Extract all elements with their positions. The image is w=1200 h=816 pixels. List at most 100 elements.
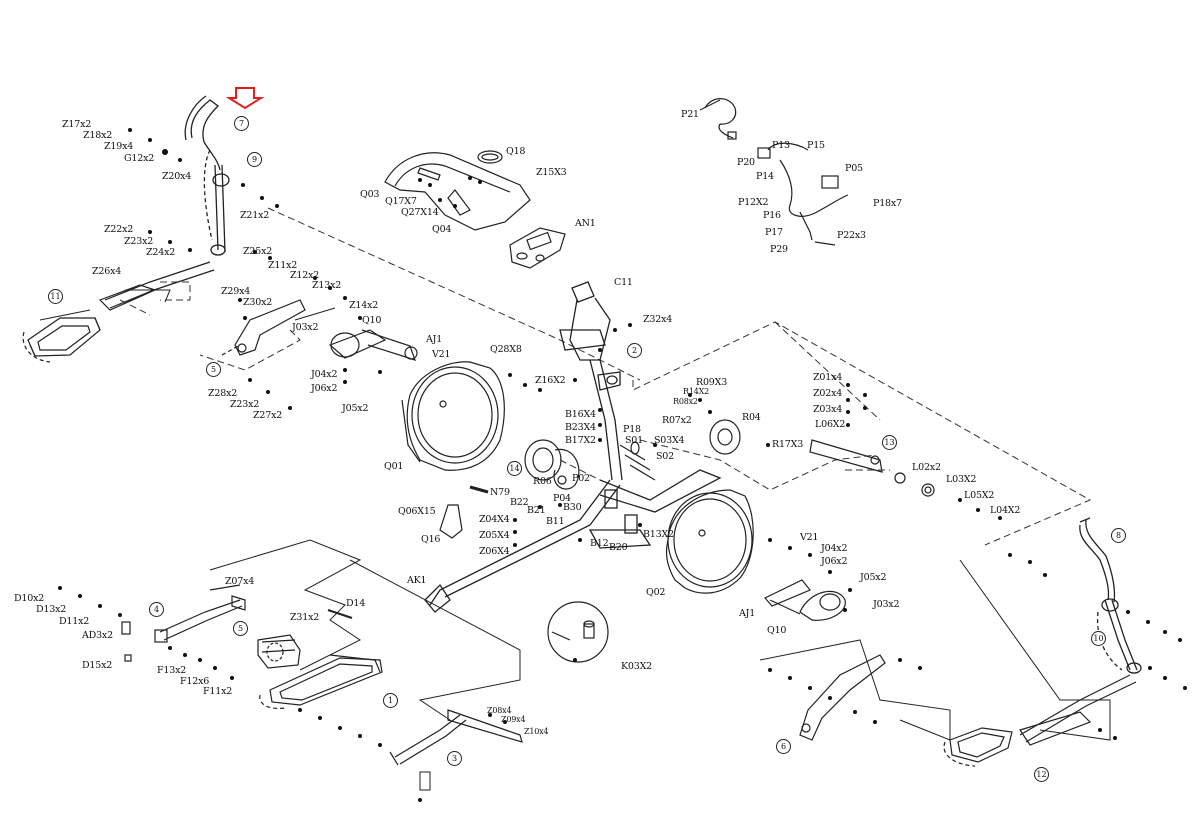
part-label-z05: Z05X4 (479, 530, 510, 541)
part-label-p22: P22x3 (837, 230, 866, 241)
callout-14: 14 (507, 461, 522, 476)
callout-11: 11 (48, 289, 63, 304)
left-side-cover (401, 361, 505, 471)
part-label-l02: L02x2 (912, 462, 941, 473)
callout-3: 3 (447, 751, 462, 766)
lower-pivot-housing (257, 634, 301, 669)
callout-13: 13 (882, 435, 897, 450)
part-label-z27: Z27x2 (253, 410, 283, 421)
part-label-b22: B22 (510, 497, 529, 508)
right-pedal-arm (943, 674, 1137, 767)
part-label-b16: B16X4 (565, 409, 596, 420)
dashed-leaders (119, 207, 1092, 546)
callout-10: 10 (1091, 631, 1106, 646)
part-label-z21: Z21x2 (240, 210, 270, 221)
part-label-r06: R06 (533, 476, 552, 487)
part-label-p04: P04 (553, 493, 571, 504)
arrow-down-outline-icon (225, 87, 265, 110)
part-label-p16: P16 (763, 210, 781, 221)
wiring-harness (704, 98, 849, 246)
part-label-aj1-left: AJ1 (426, 334, 443, 345)
part-label-n79: N79 (490, 487, 510, 498)
part-label-j06-right: J06x2 (821, 556, 848, 567)
part-label-z02: Z02x4 (813, 388, 843, 399)
part-label-p20: P20 (737, 157, 755, 168)
part-label-q16: Q16 (421, 534, 441, 545)
part-label-p17: P17 (765, 227, 783, 238)
part-label-b12: B12 (590, 538, 609, 549)
part-label-ak1: AK1 (407, 575, 427, 586)
part-label-z15: Z15X3 (536, 167, 567, 178)
part-label-l04: L04X2 (990, 505, 1021, 516)
callout-6: 6 (776, 739, 791, 754)
main-upright (559, 281, 623, 481)
d14-rod (327, 609, 353, 619)
part-label-z31: Z31x2 (290, 612, 320, 623)
lower-left-pedal (259, 654, 383, 710)
part-label-z11: Z11x2 (268, 260, 298, 271)
part-label-r04: R04 (742, 412, 761, 423)
flywheel-r04 (709, 419, 741, 455)
part-label-l06: L06X2 (815, 419, 846, 430)
center-frame (424, 469, 722, 613)
part-label-z16: Z16X2 (535, 375, 566, 386)
part-label-p12: P12X2 (738, 197, 769, 208)
part-label-f12: F12x6 (180, 676, 210, 687)
part-label-z23-lower: Z23x2 (230, 399, 260, 410)
part-label-d13: D13x2 (36, 604, 67, 615)
part-label-p21: P21 (681, 109, 699, 120)
part-label-j04-left: J04x2 (311, 369, 338, 380)
rear-axle (809, 439, 935, 497)
part-label-l05: L05X2 (964, 490, 995, 501)
part-label-p14: P14 (756, 171, 774, 182)
part-label-b30: B30 (563, 502, 582, 513)
part-label-r14: R14X2 (683, 387, 709, 396)
lower-center-arm (389, 709, 523, 766)
part-label-b17: B17X2 (565, 435, 596, 446)
part-label-q06: Q06X15 (398, 506, 436, 517)
callout-9: 9 (247, 152, 262, 167)
left-pedal-arm (22, 261, 215, 363)
part-label-s03: S03X4 (654, 435, 685, 446)
callout-7: 7 (234, 116, 249, 131)
part-label-q10-right: Q10 (767, 625, 787, 636)
part-label-z10: Z10x4 (524, 727, 549, 736)
callout-5-upper: 5 (206, 362, 221, 377)
part-label-z30: Z30x2 (243, 297, 273, 308)
detail-view-circle (547, 601, 609, 663)
part-label-r17: R17X3 (772, 439, 804, 450)
callout-12: 12 (1034, 767, 1049, 782)
part-label-p02: P02 (572, 473, 590, 484)
part-label-q01: Q01 (384, 461, 404, 472)
part-label-b20: B20 (609, 542, 628, 553)
part-label-q18: Q18 (506, 146, 526, 157)
part-label-b11: B11 (546, 516, 565, 527)
part-label-q27: Q27X14 (401, 207, 439, 218)
part-label-j03-right: J03x2 (873, 599, 900, 610)
resistance-parts (524, 439, 656, 490)
part-label-d11: D11x2 (59, 616, 90, 627)
part-label-z09: Z09x4 (501, 715, 526, 724)
console (509, 227, 566, 269)
part-label-q04: Q04 (432, 224, 452, 235)
part-label-j04-right: J04x2 (821, 543, 848, 554)
part-label-v21-right: V21 (800, 532, 819, 543)
part-label-z23-upper: Z23x2 (124, 236, 154, 247)
part-label-p18x7: P18x7 (873, 198, 902, 209)
part-label-j05-right: J05x2 (860, 572, 887, 583)
part-label-z26: Z26x4 (92, 266, 122, 277)
part-label-z18: Z18x2 (83, 130, 113, 141)
part-label-z22: Z22x2 (104, 224, 134, 235)
part-label-r07: R07x2 (662, 415, 692, 426)
part-label-k03: K03X2 (621, 661, 652, 672)
left-crank (328, 329, 418, 361)
callout-8: 8 (1111, 528, 1126, 543)
left-upper-handlebar (184, 95, 230, 256)
part-label-q17: Q17X7 (385, 196, 417, 207)
fasteners (58, 128, 1187, 802)
top-shroud (384, 150, 531, 231)
part-label-z06: Z06X4 (479, 546, 510, 557)
part-label-z03: Z03x4 (813, 404, 843, 415)
